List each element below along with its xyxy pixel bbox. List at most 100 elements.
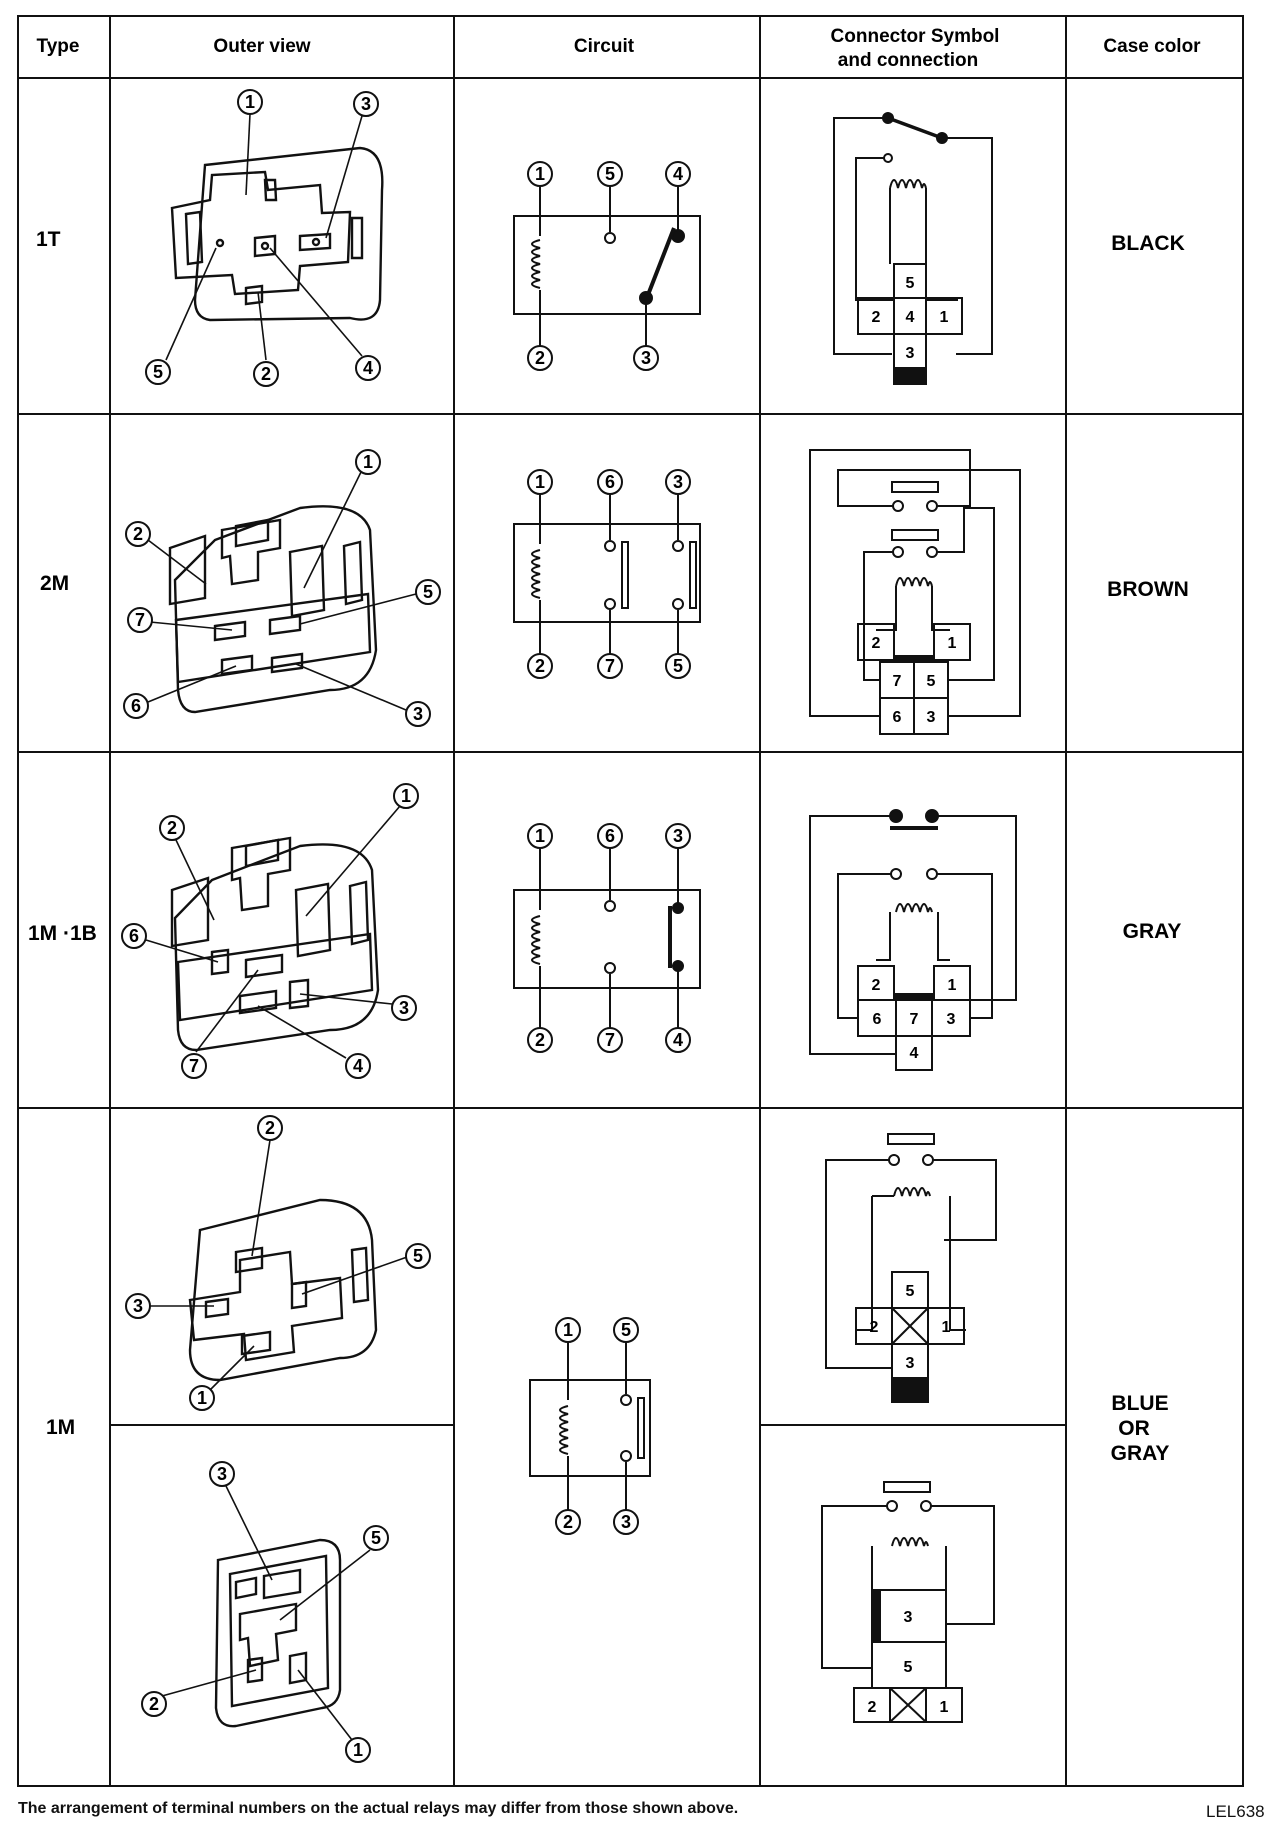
pin-label: 2: [868, 1699, 877, 1716]
outer-view-1m-upper-terminal-labels: 2 3 5 1: [125, 1115, 431, 1411]
terminal-label: 1: [563, 1320, 573, 1340]
terminal-label: 1: [535, 472, 545, 492]
pin-label: 5: [906, 275, 915, 292]
pin-label: 5: [906, 1283, 915, 1300]
terminal-label: 2: [133, 524, 143, 544]
outer-view-1t-terminal-labels: 1 3 5 2 4: [145, 89, 381, 387]
header-connector-symbol: Connector Symbol: [831, 26, 1000, 47]
circuit-1m-1b: [513, 848, 701, 1028]
terminal-label: 2: [535, 1030, 545, 1050]
case-color-blue: BLUE: [1111, 1392, 1168, 1415]
terminal-label: 1: [197, 1388, 207, 1408]
header-outer-view: Outer view: [213, 36, 310, 57]
connector-1m-upper-pin-labels: 5 2 1 3: [870, 1283, 951, 1372]
terminal-label: 6: [131, 696, 141, 716]
circuit-1m: [529, 1342, 651, 1510]
outer-view-1m-1b-terminal-labels: 2 1 6 3 7 4: [121, 783, 419, 1079]
pin-label: 1: [948, 977, 957, 994]
terminal-label: 6: [605, 826, 615, 846]
terminal-label: 7: [605, 656, 615, 676]
circuit-1t-terminal-labels: 1 5 4 2 3: [527, 161, 691, 371]
pin-label: 2: [872, 977, 881, 994]
case-color-gray: GRAY: [1123, 920, 1182, 943]
type-label-1m-1b: 1M ·1B: [28, 922, 97, 945]
pin-label: 3: [906, 345, 915, 362]
terminal-label: 7: [135, 610, 145, 630]
terminal-label: 3: [641, 348, 651, 368]
outer-view-1t-callouts: [165, 113, 363, 361]
outer-view-1m-1b-callouts: [145, 805, 401, 1059]
terminal-label: 3: [399, 998, 409, 1018]
header-circuit: Circuit: [574, 36, 635, 57]
circuit-2m: [513, 494, 701, 654]
terminal-label: 6: [129, 926, 139, 946]
terminal-label: 5: [153, 362, 163, 382]
terminal-label: 3: [673, 826, 683, 846]
type-label-1t: 1T: [36, 228, 61, 251]
footnote: The arrangement of terminal numbers on t…: [18, 1800, 739, 1817]
terminal-label: 4: [673, 164, 683, 184]
connector-2m: [809, 449, 1021, 735]
terminal-label: 5: [621, 1320, 631, 1340]
terminal-label: 5: [673, 656, 683, 676]
terminal-label: 3: [413, 704, 423, 724]
pin-label: 6: [873, 1011, 882, 1028]
terminal-label: 2: [535, 656, 545, 676]
terminal-label: 3: [673, 472, 683, 492]
connector-1t: [833, 112, 993, 385]
terminal-label: 1: [363, 452, 373, 472]
pin-label: 1: [948, 635, 957, 652]
connector-1m-upper: [825, 1133, 997, 1403]
pin-label: 5: [927, 673, 936, 690]
outer-view-1m-lower: [214, 1538, 342, 1728]
terminal-label: 5: [371, 1528, 381, 1548]
pin-label: 6: [893, 709, 902, 726]
case-color-black: BLACK: [1111, 232, 1185, 255]
terminal-label: 4: [363, 358, 373, 378]
terminal-label: 1: [245, 92, 255, 112]
pin-label: 2: [872, 635, 881, 652]
circuit-2m-terminal-labels: 1 6 3 2 7 5: [527, 469, 691, 679]
terminal-label: 3: [217, 1464, 227, 1484]
pin-label: 4: [910, 1045, 919, 1062]
pin-label: 7: [910, 1011, 919, 1028]
terminal-label: 5: [423, 582, 433, 602]
terminal-label: 4: [673, 1030, 683, 1050]
case-color-brown: BROWN: [1107, 578, 1189, 601]
terminal-label: 7: [605, 1030, 615, 1050]
case-color-gray-alt: GRAY: [1111, 1442, 1170, 1465]
terminal-label: 1: [353, 1740, 363, 1760]
connector-1m-1b: [809, 809, 1017, 1071]
outer-view-1m-1b: [170, 836, 380, 1052]
terminal-label: 2: [265, 1118, 275, 1138]
terminal-label: 4: [353, 1056, 363, 1076]
header-connection: and connection: [838, 50, 978, 71]
outer-view-1t: [170, 146, 384, 322]
connector-1m-lower: [821, 1481, 995, 1723]
terminal-label: 1: [535, 826, 545, 846]
pin-label: 3: [927, 709, 936, 726]
terminal-label: 2: [563, 1512, 573, 1532]
terminal-label: 2: [261, 364, 271, 384]
connector-1m-1b-pin-labels: 2 1 6 7 3 4: [872, 977, 957, 1062]
outer-view-1m-lower-callouts: [161, 1485, 371, 1741]
terminal-label: 2: [535, 348, 545, 368]
outer-view-2m-terminal-labels: 2 1 7 5 6 3: [123, 449, 441, 727]
pin-label: 7: [893, 673, 902, 690]
pin-label: 4: [906, 309, 915, 326]
pin-label: 3: [906, 1355, 915, 1372]
terminal-label: 3: [621, 1512, 631, 1532]
connector-1m-lower-pin-labels: 3 5 2 1: [868, 1609, 949, 1716]
terminal-label: 6: [605, 472, 615, 492]
terminal-label: 1: [535, 164, 545, 184]
terminal-label: 3: [361, 94, 371, 114]
terminal-label: 2: [149, 1694, 159, 1714]
case-color-or: OR: [1118, 1417, 1150, 1440]
pin-label: 3: [904, 1609, 913, 1626]
terminal-label: 3: [133, 1296, 143, 1316]
connector-2m-pin-labels: 2 1 7 5 6 3: [872, 635, 957, 726]
pin-label: 3: [947, 1011, 956, 1028]
header-case-color: Case color: [1103, 36, 1201, 57]
terminal-label: 5: [605, 164, 615, 184]
